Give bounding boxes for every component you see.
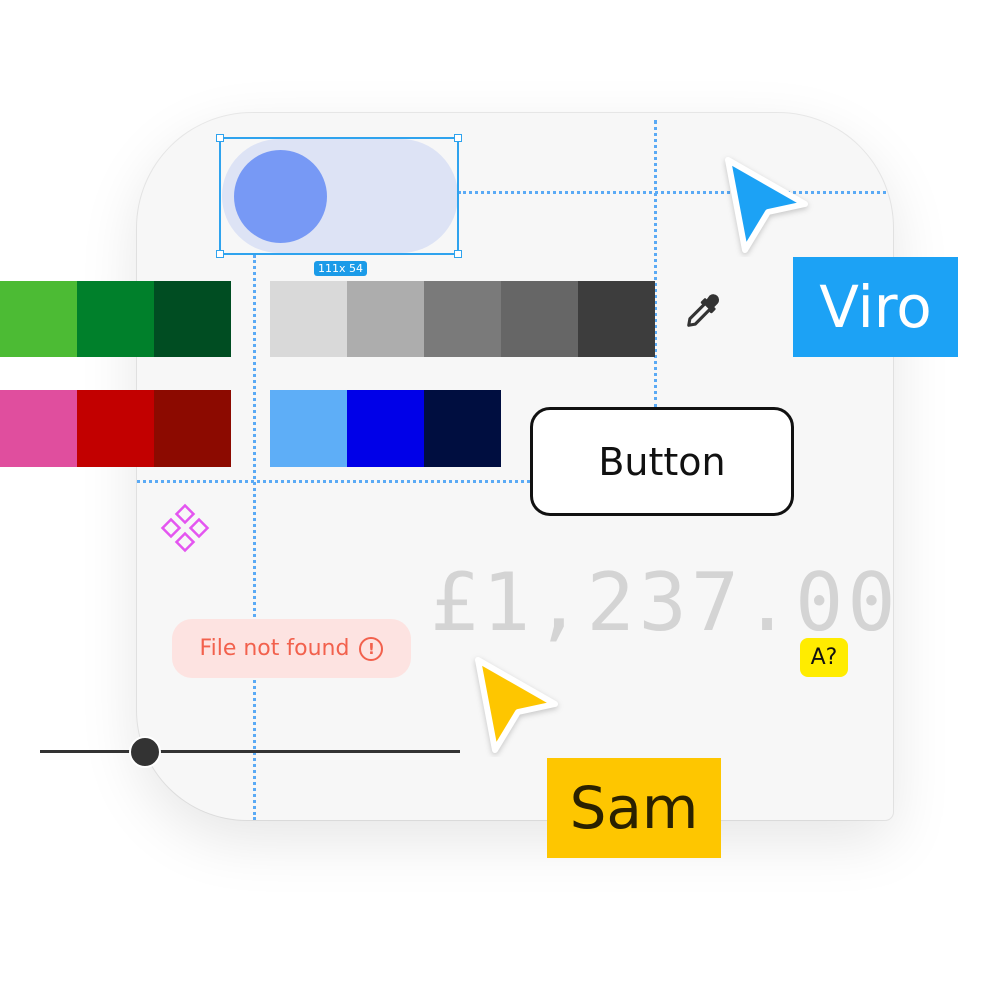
guide-line [253, 255, 256, 820]
eyedropper-icon[interactable] [678, 290, 724, 336]
color-swatch[interactable] [578, 281, 655, 357]
currency-display: £1,237.00 [430, 556, 900, 649]
color-swatch[interactable] [270, 281, 347, 357]
toggle-knob[interactable] [234, 150, 327, 243]
dimension-label: 111x 54 [314, 261, 367, 276]
collaborator-label-viro: Viro [793, 257, 958, 357]
sample-button[interactable]: Button [530, 407, 794, 516]
color-swatch[interactable] [0, 390, 77, 467]
error-message: File not found [199, 636, 350, 661]
color-swatch[interactable] [424, 281, 501, 357]
component-icon [160, 503, 210, 553]
color-swatch[interactable] [424, 390, 501, 467]
error-toast: File not found ! [172, 619, 411, 678]
guide-line [458, 191, 886, 194]
slider-thumb[interactable] [129, 736, 161, 768]
color-swatch[interactable] [501, 281, 578, 357]
color-swatch[interactable] [270, 390, 347, 467]
color-swatch[interactable] [77, 390, 154, 467]
guide-line [137, 480, 530, 483]
alert-circle-icon: ! [359, 636, 384, 661]
collaborator-label-sam: Sam [547, 758, 721, 858]
slider-track[interactable] [40, 750, 460, 753]
selection-box[interactable] [216, 134, 462, 258]
missing-font-badge[interactable]: A? [800, 638, 848, 677]
cursor-arrow-icon [475, 657, 558, 753]
color-swatch[interactable] [77, 281, 154, 357]
resize-handle[interactable] [216, 250, 224, 258]
color-swatch[interactable] [347, 390, 424, 467]
color-swatch[interactable] [347, 281, 424, 357]
resize-handle[interactable] [216, 134, 224, 142]
color-swatch[interactable] [0, 281, 77, 357]
color-swatch[interactable] [154, 390, 231, 467]
color-swatch[interactable] [154, 281, 231, 357]
cursor-arrow-icon [725, 157, 808, 253]
guide-line [654, 120, 657, 408]
resize-handle[interactable] [454, 250, 462, 258]
resize-handle[interactable] [454, 134, 462, 142]
